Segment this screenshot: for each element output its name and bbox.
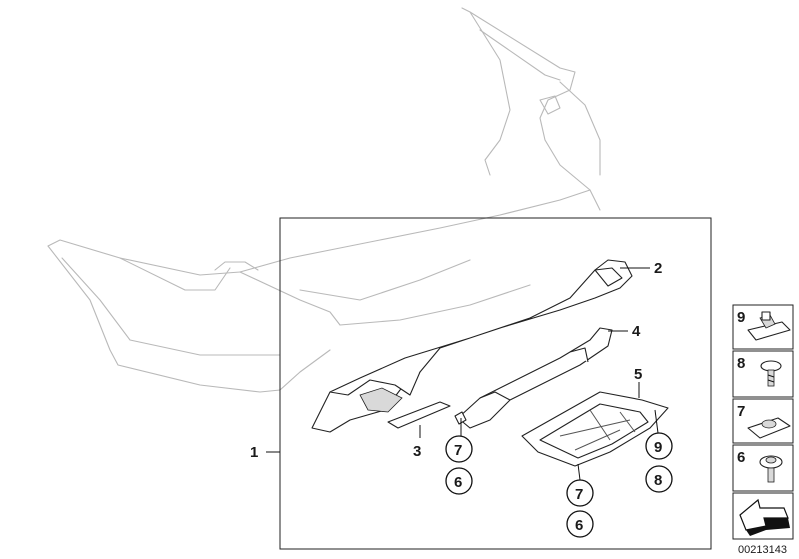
legend-label-9: 9 [737,309,745,326]
label-part-3: 3 [413,443,421,460]
legend-cell-arrow [732,492,794,540]
screw-icon [760,360,782,387]
collar-screw-icon [759,455,783,483]
circled-labels: 7 6 9 8 7 6 [445,409,673,538]
legend-label-8: 8 [737,355,745,372]
frame-label: 1 [250,444,258,461]
label-part-4: 4 [632,323,641,340]
clip-nut-icon [747,311,791,341]
circle-label-8: 8 [654,472,662,489]
vehicle-bumper-outline [47,7,601,393]
part-3-strip [387,401,451,438]
label-part-2: 2 [654,260,662,277]
legend-label-6: 6 [737,449,745,466]
circle-label-9: 9 [654,439,662,456]
drawing-number: 00213143 [738,544,787,556]
fastener-legend: 9 8 7 6 [732,304,794,540]
plate-nut-icon [747,417,791,439]
part-2-diffuser [311,259,650,433]
part-4-lower-panel [454,327,628,429]
legend-cell-7 [732,398,794,444]
circle-label-7b: 7 [575,486,583,503]
legend-label-7: 7 [737,403,745,420]
label-part-5: 5 [634,366,642,383]
circle-label-7: 7 [454,442,462,459]
circle-label-6b: 6 [575,517,583,534]
legend-cell-8 [732,350,794,398]
legend-cell-9 [732,304,794,350]
part-5-underbody-guard [521,382,669,467]
legend-cell-6 [732,444,794,492]
circle-label-6: 6 [454,474,462,491]
direction-arrow-icon [739,498,790,536]
assembly-frame [279,217,712,550]
